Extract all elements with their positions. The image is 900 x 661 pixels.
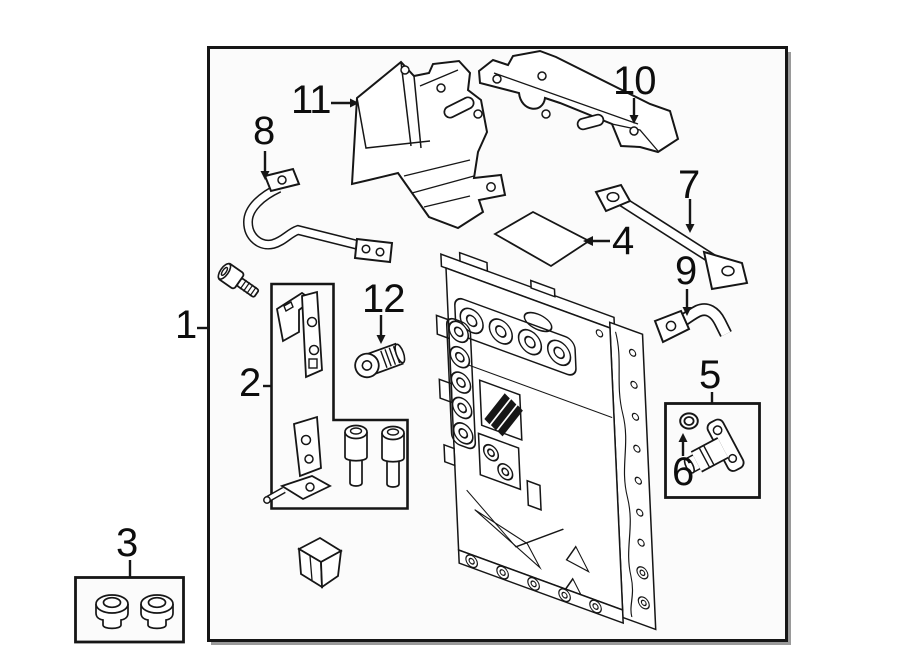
cube-spacer-drawing xyxy=(297,536,343,589)
right-flange-holes xyxy=(628,348,650,610)
lower-bracket-drawing xyxy=(263,415,332,504)
part-12-knurled-plug xyxy=(354,342,406,379)
part-10-mount-bracket xyxy=(477,49,680,154)
part-2-kit-box xyxy=(263,282,409,510)
callout-label-6: 6 xyxy=(672,450,694,494)
bolt-drawing xyxy=(217,262,260,298)
callout-leader-lines xyxy=(128,98,714,577)
part-5-kit-box xyxy=(664,402,761,499)
standoff-spacers xyxy=(344,424,405,488)
callout-label-11: 11 xyxy=(291,78,332,122)
callout-label-9: 9 xyxy=(675,249,697,293)
callout-label-1: 1 xyxy=(175,303,197,347)
callout-label-3: 3 xyxy=(116,521,138,565)
bottom-flange-holes xyxy=(465,554,602,614)
callout-label-5: 5 xyxy=(699,353,721,397)
part-11-heat-shield xyxy=(350,59,507,230)
part-9-bracket xyxy=(653,303,732,344)
terminal-rings-column xyxy=(448,320,474,445)
callout-label-10: 10 xyxy=(613,59,656,103)
o-ring-drawing xyxy=(679,412,699,430)
grommet-drawing xyxy=(140,594,174,630)
part-3-kit-box xyxy=(74,576,185,644)
callout-label-8: 8 xyxy=(253,109,275,153)
upper-bracket-drawing xyxy=(276,290,323,379)
terminal-rings-row xyxy=(459,307,572,367)
callout-label-4: 4 xyxy=(612,219,634,263)
callout-label-12: 12 xyxy=(362,277,405,321)
sensor-drawing xyxy=(683,418,745,474)
callout-label-2: 2 xyxy=(239,361,261,405)
part-1-battery-module xyxy=(435,251,657,631)
callout-label-7: 7 xyxy=(678,163,700,207)
part-8-ground-strap xyxy=(242,167,394,264)
part-7-support-brace xyxy=(594,183,749,291)
grommet-drawing xyxy=(95,594,129,630)
